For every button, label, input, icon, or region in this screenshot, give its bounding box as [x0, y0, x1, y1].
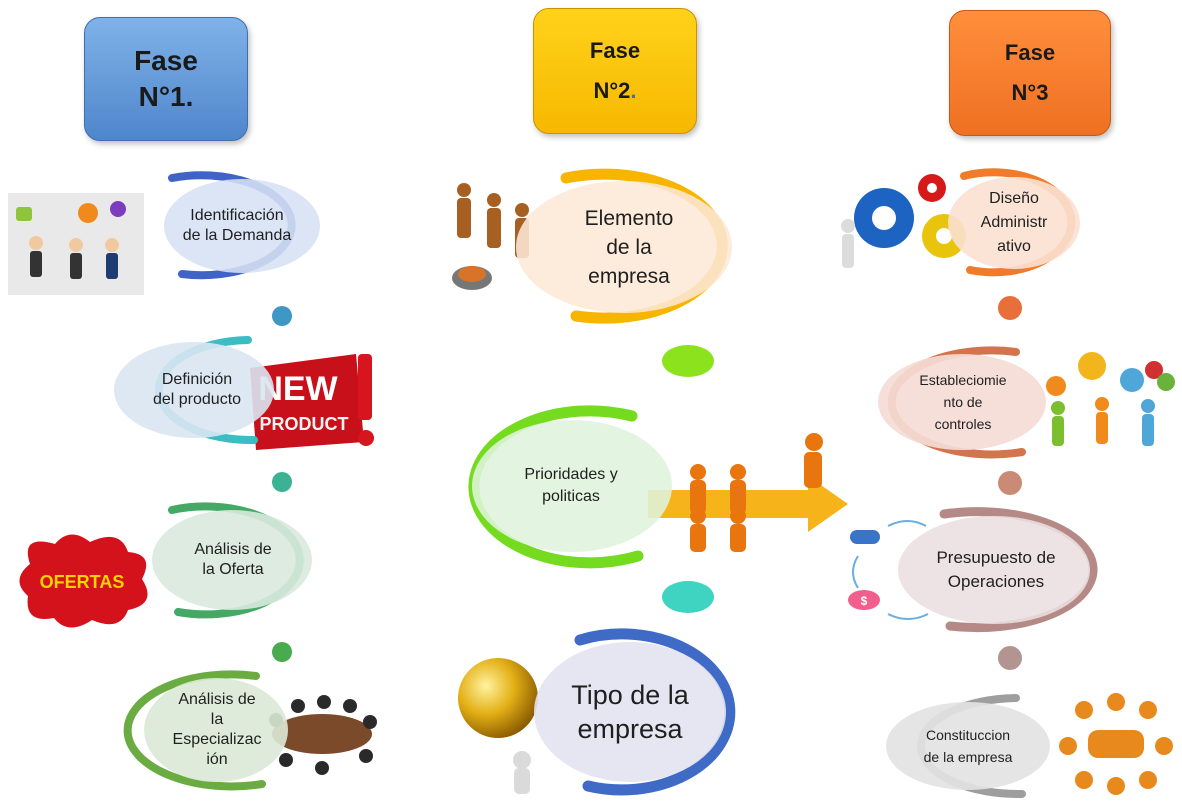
node-label: Definición del producto: [152, 371, 242, 408]
node-arc: [152, 502, 312, 619]
node-arc: [114, 336, 274, 445]
connector-dot: [272, 472, 292, 492]
node-arc: [164, 171, 320, 280]
node-prioridades-politicas: Prioridades y politicas: [456, 404, 686, 569]
node-identificacion-demanda: Identificación de la Demanda: [142, 170, 326, 282]
node-analisis-especializacion: Análisis de la Especializac ión: [86, 668, 308, 792]
connector-dot: [998, 296, 1022, 320]
dollar-text: $: [861, 594, 868, 608]
team-gears-illustration: [1036, 346, 1176, 450]
node-constitucion-empresa: Constituccion de la empresa: [856, 694, 1058, 799]
node-label: Estableciomie nto de controles: [919, 372, 1007, 432]
node-label: Análisis de la Oferta: [194, 541, 272, 578]
connector-dot: [272, 642, 292, 662]
meeting-table-illustration: [262, 690, 382, 778]
node-arc: [468, 405, 672, 569]
connector-dot: [998, 471, 1022, 495]
node-diseno-administrativo: Diseño Administr ativo: [934, 168, 1094, 278]
budget-diagram-illustration: $: [838, 516, 958, 626]
phase-3-title: Fase: [1004, 40, 1056, 65]
node-tipo-empresa: Tipo de la empresa: [530, 628, 746, 796]
ofertas-text: OFERTAS: [40, 572, 125, 592]
business-people-illustration: [8, 193, 144, 295]
node-label: Análisis de la Especializac ión: [172, 691, 262, 768]
node-label: Elemento de la empresa: [584, 206, 674, 288]
product-text: PRODUCT: [260, 414, 349, 434]
node-label: Presupuesto de Operaciones: [936, 548, 1056, 591]
node-presupuesto-operaciones: Presupuesto de Operaciones: [884, 507, 1130, 633]
phase-3-number: N°3: [1011, 80, 1049, 105]
node-arc: [948, 168, 1080, 277]
connector-dot: [998, 646, 1022, 670]
phase-1-title: Fase: [134, 45, 198, 76]
node-establecimiento-controles: Estableciomie nto de controles: [850, 346, 1060, 459]
phase-2-header: Fase N°2.: [533, 8, 697, 134]
connector-dot: [272, 306, 292, 326]
connector-dot: [662, 345, 714, 377]
ofertas-splash: OFERTAS: [10, 524, 160, 636]
phase-1-number: N°1.: [138, 81, 194, 112]
node-label: Tipo de la empresa: [571, 680, 689, 744]
node-arc: [516, 168, 732, 324]
node-analisis-oferta: Análisis de la Oferta: [132, 500, 328, 620]
node-label: Constituccion de la empresa: [923, 727, 1013, 765]
node-elemento-empresa: Elemento de la empresa: [506, 168, 752, 326]
team-arrow-illustration: [618, 430, 868, 560]
node-definicion-producto: Definición del producto: [98, 334, 288, 446]
phase-1-header: Fase N°1.: [84, 17, 248, 141]
node-arc: [123, 670, 288, 791]
node-label: Diseño Administr ativo: [980, 190, 1048, 255]
node-arc: [886, 694, 1050, 799]
phase-2-title: Fase: [589, 38, 641, 63]
phase-2-number: N°2.: [593, 78, 637, 103]
node-arc: [898, 507, 1098, 633]
team-circle-illustration: [1054, 690, 1178, 800]
phase-3-header: Fase N°3: [949, 10, 1111, 136]
node-arc: [534, 628, 736, 796]
node-label: Prioridades y politicas: [524, 466, 618, 505]
node-label: Identificación de la Demanda: [182, 207, 292, 244]
node-arc: [878, 346, 1046, 459]
connector-dot: [662, 581, 714, 613]
gold-sphere-illustration: [452, 650, 562, 800]
